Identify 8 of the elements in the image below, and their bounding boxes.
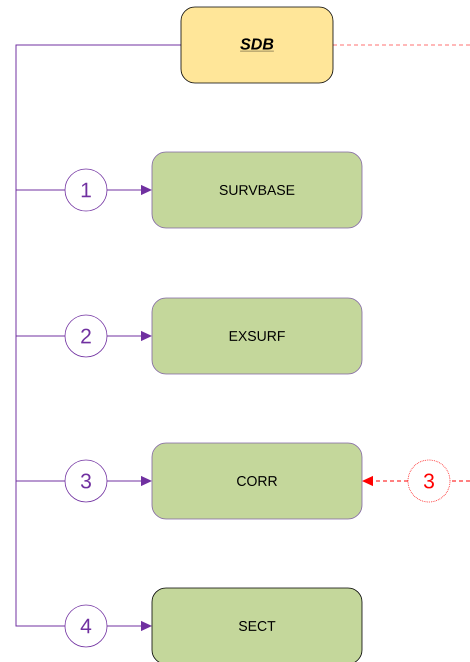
process-box: SDB — [180, 6, 334, 84]
process-box: SURVBASE — [152, 152, 362, 228]
connector-line — [16, 44, 182, 626]
process-box: EXSURF — [152, 298, 362, 374]
process-box: SECT — [152, 588, 362, 662]
connector-line — [450, 480, 470, 482]
process-box: CORR — [152, 442, 362, 520]
connector-line — [332, 44, 470, 46]
